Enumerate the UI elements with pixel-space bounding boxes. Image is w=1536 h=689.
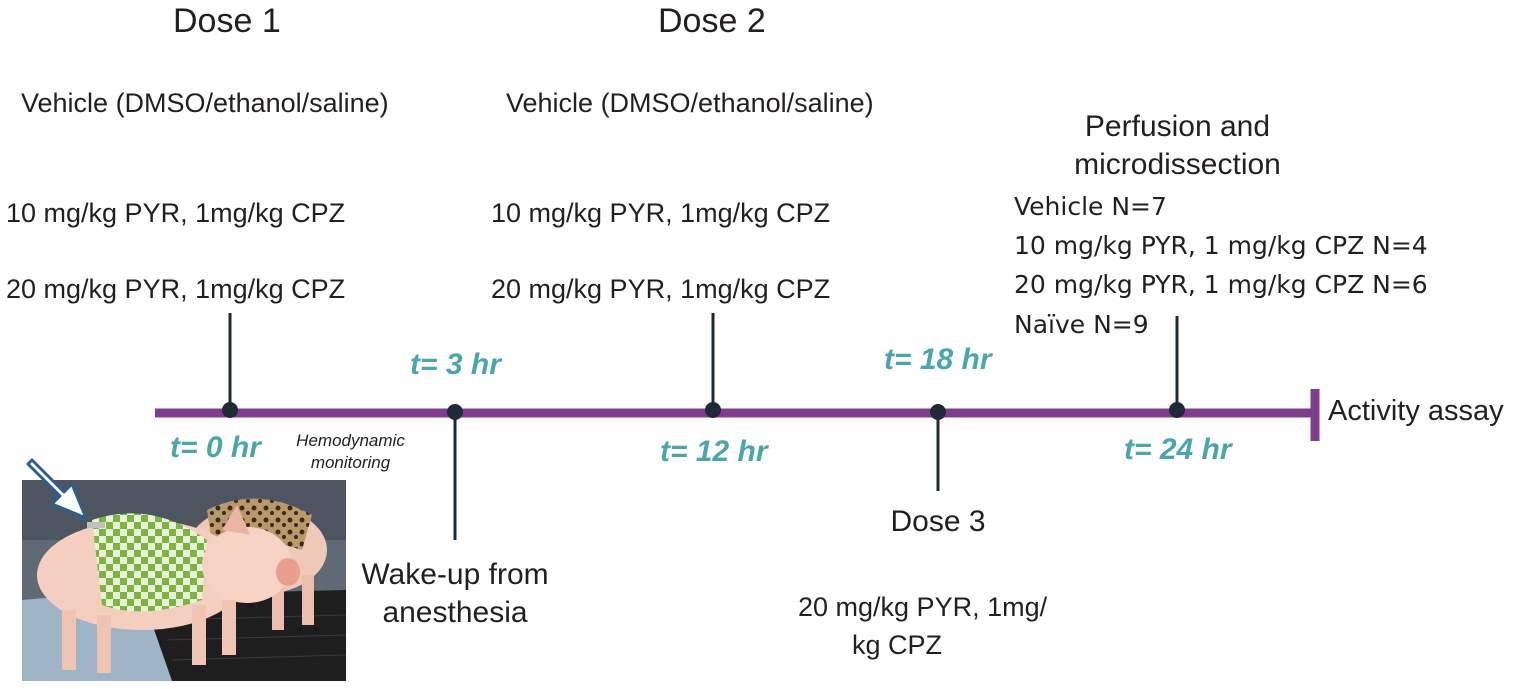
hemodynamic-line2: monitoring (310, 453, 391, 472)
perfusion-title: Perfusion and microdissection (1055, 108, 1300, 184)
perfusion-group-vehicle: Vehicle N=7 (1014, 192, 1167, 221)
perfusion-title-line1: Perfusion and (1084, 110, 1271, 143)
dose1-title: Dose 1 (173, 2, 281, 40)
time-label-t12: t= 12 hr (660, 435, 768, 468)
t12-marker (705, 402, 721, 418)
dose2-drug-10: 10 mg/kg PYR, 1mg/kg CPZ (491, 198, 831, 228)
perfusion-group-naive: Naïve N=9 (1014, 310, 1149, 339)
t3-marker (447, 404, 463, 420)
t24-marker (1169, 402, 1185, 418)
piglet-photo (22, 480, 346, 681)
t18-marker (930, 404, 946, 420)
dose1-drug-10: 10 mg/kg PYR, 1mg/kg CPZ (6, 198, 346, 228)
wakeup-label: Wake-up from anesthesia (340, 556, 570, 632)
perfusion-group-20: 20 mg/kg PYR, 1 mg/kg CPZ N=6 (1014, 270, 1428, 299)
dose3-drug: 20 mg/kg PYR, 1mg/ kg CPZ (798, 588, 1047, 664)
dose3-drug-line2: kg CPZ (852, 630, 943, 660)
hemodynamic-label: Hemodynamic monitoring (278, 430, 423, 474)
t0-marker (222, 402, 238, 418)
dose1-vehicle: Vehicle (DMSO/ethanol/saline) (21, 88, 389, 118)
time-label-t18: t= 18 hr (884, 343, 992, 376)
dose3-title: Dose 3 (890, 505, 986, 538)
time-label-t0: t= 0 hr (170, 431, 261, 464)
perfusion-title-line2: microdissection (1074, 148, 1281, 181)
dose1-drug-20: 20 mg/kg PYR, 1mg/kg CPZ (6, 274, 346, 304)
dose2-title: Dose 2 (658, 2, 766, 40)
wakeup-line1: Wake-up from (361, 558, 549, 591)
hemodynamic-line1: Hemodynamic (296, 431, 405, 450)
activity-assay-label: Activity assay (1328, 395, 1504, 427)
white-arrow-icon (26, 458, 88, 520)
time-label-t24: t= 24 hr (1124, 433, 1232, 466)
time-label-t3: t= 3 hr (410, 348, 501, 381)
dose2-vehicle: Vehicle (DMSO/ethanol/saline) (506, 88, 874, 118)
wakeup-line2: anesthesia (382, 596, 528, 629)
dose3-drug-line1: 20 mg/kg PYR, 1mg/ (798, 592, 1048, 622)
dose2-drug-20: 20 mg/kg PYR, 1mg/kg CPZ (491, 274, 831, 304)
perfusion-group-10: 10 mg/kg PYR, 1 mg/kg CPZ N=4 (1014, 231, 1428, 260)
